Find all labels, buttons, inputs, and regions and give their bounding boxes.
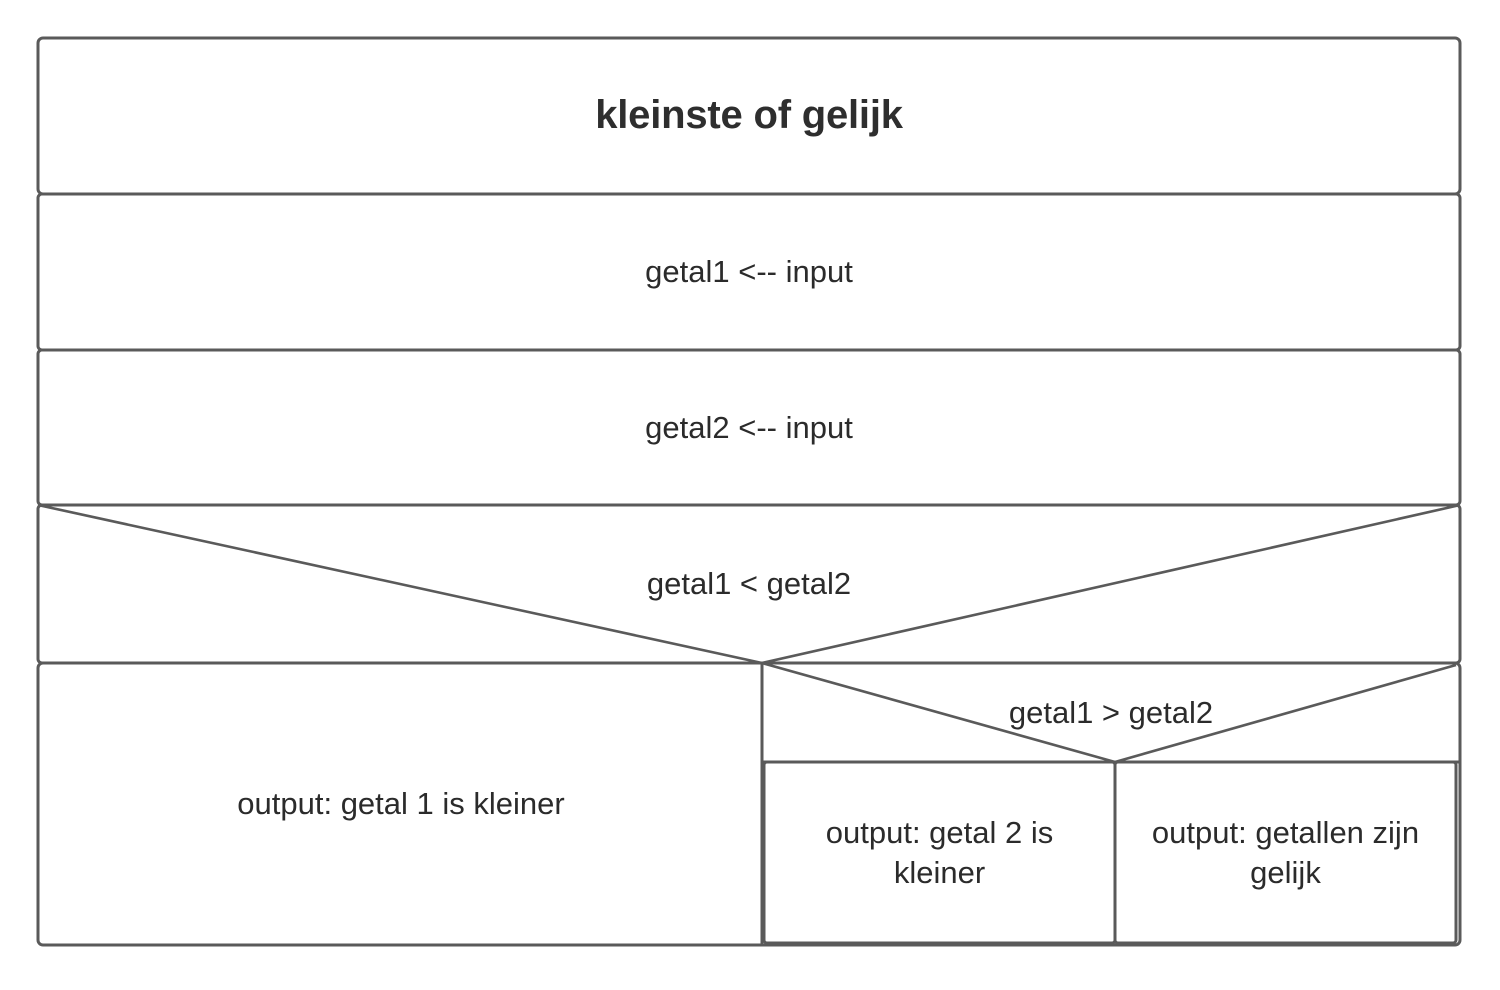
condition-outer: getal1 < getal2: [38, 505, 1460, 663]
statement-2-label: getal2 <-- input: [645, 409, 853, 445]
statement-1-label: getal1 <-- input: [645, 254, 853, 290]
output-inner-true-branch: output: getal 2 is kleiner: [764, 762, 1115, 943]
condition-outer-label: getal1 < getal2: [646, 566, 852, 602]
output-inner-false-branch-label: output: getallen zijn gelijk: [1151, 814, 1420, 890]
output-true-branch-label: output: getal 1 is kleiner: [237, 786, 565, 822]
output-inner-true-branch-label: output: getal 2 is kleiner: [825, 814, 1054, 890]
condition-inner-label: getal1 > getal2: [1008, 694, 1214, 730]
structogram-title: kleinste of gelijk: [38, 38, 1460, 194]
statement-2: getal2 <-- input: [38, 350, 1460, 505]
output-inner-false-branch: output: getallen zijn gelijk: [1115, 762, 1456, 943]
statement-1: getal1 <-- input: [38, 194, 1460, 350]
condition-inner: getal1 > getal2: [764, 663, 1458, 762]
output-true-branch: output: getal 1 is kleiner: [40, 665, 762, 943]
structogram-title-label: kleinste of gelijk: [595, 93, 903, 138]
